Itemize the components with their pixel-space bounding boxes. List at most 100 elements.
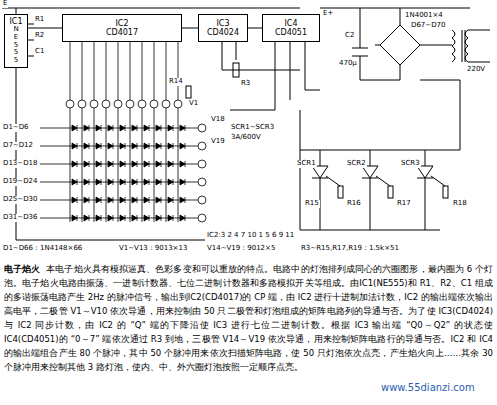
chip-name: IC2 [115, 19, 128, 28]
diode-symbol [72, 125, 77, 131]
chip-type: CD4017 [106, 28, 138, 37]
diode-symbol [96, 125, 101, 131]
component-label: 470μ [338, 60, 358, 68]
component-label: R16 [346, 200, 362, 208]
diode-symbol [132, 125, 137, 131]
diode-symbol [144, 179, 149, 185]
counter-wires [222, 42, 320, 110]
diode-symbol [156, 143, 161, 149]
diode-symbol [72, 179, 77, 185]
component-label: D7~D12 [2, 142, 34, 150]
column-wire [70, 42, 71, 222]
diode-symbol [96, 143, 101, 149]
column-wire [178, 42, 179, 222]
diode-symbol [84, 143, 89, 149]
row-wire [40, 182, 198, 183]
component-label: E [2, 0, 8, 8]
diode-symbol [132, 197, 137, 203]
caption: 本电子焰火具有模拟逼真、色彩多变和可以重放的特点。电路中的灯泡排列成同心的六圈图… [4, 264, 493, 372]
diode-symbol [144, 125, 149, 131]
row-wire [40, 218, 198, 219]
column-wire [166, 42, 167, 222]
ic-chip: IC3CD4024 [198, 14, 248, 42]
chip-name: IC4 [284, 19, 297, 28]
transistor-symbol [198, 214, 206, 222]
diode-symbol [72, 161, 77, 167]
diode-symbol [84, 179, 89, 185]
diode-symbol [180, 197, 185, 203]
diode-symbol [156, 197, 161, 203]
transistor-symbol [198, 196, 206, 204]
component-label: V19 [210, 138, 226, 146]
watermark: www.55dianzi.com [380, 382, 476, 393]
transistor-symbol [162, 100, 170, 108]
ic-chip: IC4CD4051 [262, 14, 320, 42]
component-label: R3~R15,R17,R19：1.5k×51 [300, 245, 400, 253]
component-label: D1~D6 [2, 124, 30, 132]
diode-symbol [168, 215, 173, 221]
diode-symbol [168, 179, 173, 185]
column-wire [82, 42, 83, 222]
diode-symbol [156, 161, 161, 167]
component-label: SCR2 [346, 160, 367, 168]
transistor-symbol [138, 100, 146, 108]
component-label: D1~D66：1N4148×66 [2, 245, 83, 253]
bridge-rectifier [375, 25, 452, 65]
description-text: 电子焰火本电子焰火具有模拟逼真、色彩多变和可以重放的特点。电路中的灯泡排列成同心… [4, 262, 493, 374]
diode-symbol [180, 161, 185, 167]
diode-symbol [84, 161, 89, 167]
gate-wires [326, 176, 445, 186]
diode-symbol [96, 215, 101, 221]
row-wire [40, 146, 198, 147]
diode-symbol [108, 179, 113, 185]
lamp-wires [300, 110, 440, 230]
diode-symbol [108, 143, 113, 149]
chip-type: NE555 [13, 26, 20, 64]
component-label: SCR3 [400, 160, 421, 168]
component-label: D67~D70 [410, 22, 446, 30]
component-label: V1 [188, 100, 199, 108]
transistor-symbol [174, 100, 182, 108]
component-label: C2 [344, 32, 355, 40]
title: 电子焰火 [4, 264, 40, 274]
diode-symbol [168, 197, 173, 203]
diode-symbol [180, 179, 185, 185]
component-label: R3 [240, 80, 251, 88]
diode-symbol [84, 197, 89, 203]
signal-wire [28, 28, 62, 29]
diode-symbol [132, 161, 137, 167]
diode-symbol [144, 143, 149, 149]
chip-type: CD4051 [275, 28, 307, 37]
transformer-symbol [452, 30, 490, 62]
component-label: D19~D24 [2, 178, 38, 186]
transistor-symbol [198, 178, 206, 186]
signal-wire [248, 28, 262, 29]
diode-matrix [40, 42, 206, 222]
component-label: R2 [34, 32, 45, 40]
diode-symbol [120, 179, 125, 185]
component-label: D25~D30 [2, 196, 38, 204]
resistor-symbol [443, 186, 448, 198]
ic-chip: IC2CD4017 [62, 14, 182, 42]
diode-symbol [156, 215, 161, 221]
diode-symbol [96, 197, 101, 203]
diode-symbol [144, 215, 149, 221]
ic-chip: IC1NE555 [4, 14, 28, 68]
diode-symbol [144, 197, 149, 203]
component-label: 220V [466, 66, 486, 74]
diode-symbol [144, 161, 149, 167]
transistor-symbol [126, 100, 134, 108]
component-label: R1 [34, 16, 45, 24]
capacitor-symbol [352, 48, 368, 56]
diode-symbol [120, 197, 125, 203]
diode-symbol [168, 161, 173, 167]
signal-wire [182, 28, 198, 29]
component-label: E+ [322, 10, 334, 18]
component-label: 1N4001×4 [404, 12, 444, 20]
component-label: IC2:3 2 4 7 10 1 5 6 9 11 [206, 232, 295, 240]
row-wire [40, 128, 198, 129]
component-label: R15 [304, 200, 320, 208]
column-wire [154, 42, 155, 222]
